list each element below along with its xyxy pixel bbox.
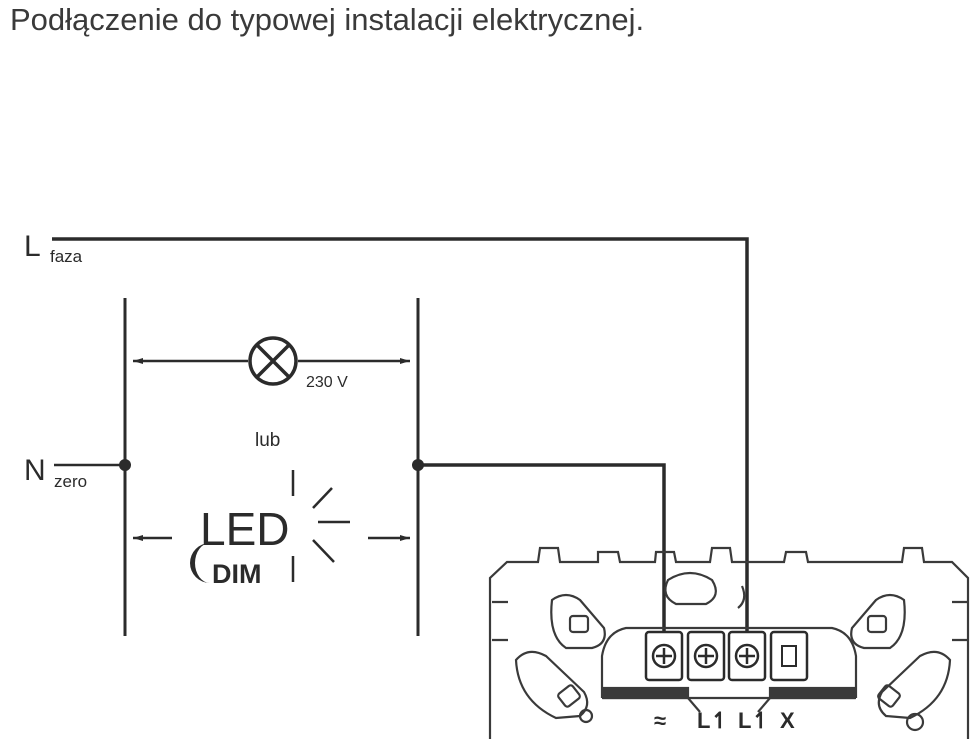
phase-label: L xyxy=(24,230,41,263)
dimmer-module xyxy=(488,546,970,739)
terminal-3 xyxy=(727,630,767,682)
terminal-label-1: ≈ xyxy=(654,708,666,733)
neutral-sublabel: zero xyxy=(54,472,87,491)
lamp-voltage: 230 V xyxy=(306,374,348,391)
dim-text: DIM xyxy=(212,559,262,589)
terminal-2 xyxy=(686,630,726,682)
led-text: LED xyxy=(200,503,289,555)
lamp-icon xyxy=(248,336,298,386)
terminal-4-empty xyxy=(769,630,809,682)
diagram-title: Podłączenie do typowej instalacji elektr… xyxy=(10,2,645,37)
switched-wire xyxy=(418,463,666,654)
neutral-junction xyxy=(119,459,131,471)
neutral-label: N xyxy=(24,454,46,487)
terminal-label-2: L↿ xyxy=(697,708,729,733)
moon-icon xyxy=(190,543,210,583)
led-dim-icon: LED DIM xyxy=(190,470,350,589)
terminal-label-4: X xyxy=(780,708,795,733)
terminal-1 xyxy=(644,630,684,682)
terminal-label-3: L↿ xyxy=(738,708,770,733)
phase-sublabel: faza xyxy=(50,247,83,266)
phase-wire xyxy=(52,237,749,654)
or-label: lub xyxy=(255,430,280,451)
